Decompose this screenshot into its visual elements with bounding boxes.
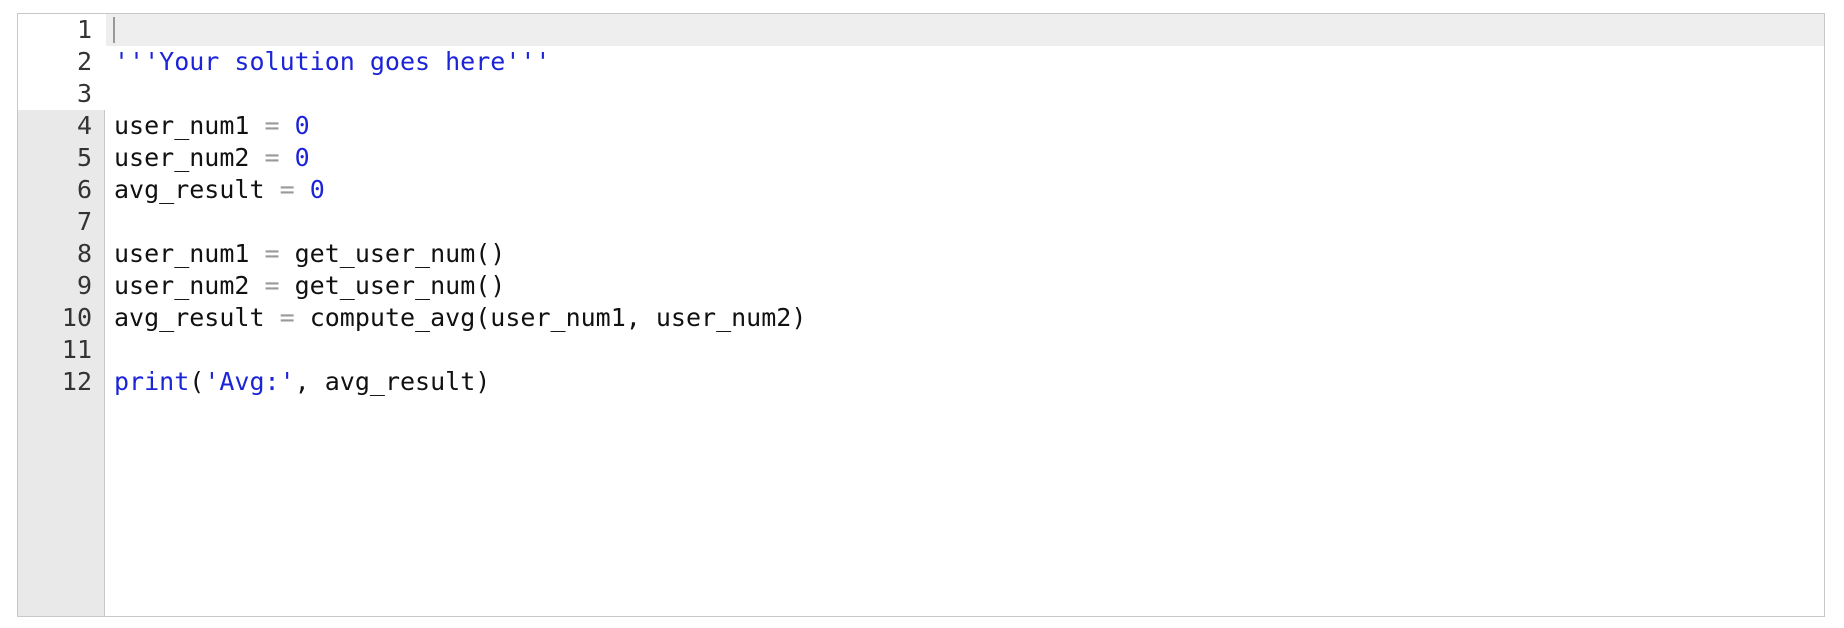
- code-line[interactable]: [114, 78, 806, 110]
- code-line[interactable]: avg_result = 0: [114, 174, 806, 206]
- code-line[interactable]: [114, 14, 806, 46]
- line-number: 3: [76, 79, 92, 108]
- line-number-gutter: [18, 14, 105, 616]
- line-number: 4: [76, 111, 92, 140]
- code-token-default: , avg_result): [294, 367, 491, 396]
- code-token-default: user_num2: [114, 143, 265, 172]
- code-token-default: avg_result: [114, 175, 280, 204]
- code-token-default: get_user_num(): [279, 271, 506, 300]
- code-token-builtin: print: [114, 367, 190, 396]
- code-token-default: (: [189, 367, 205, 396]
- active-line-highlight: [106, 14, 1824, 46]
- line-number: 10: [61, 303, 92, 332]
- code-token-op: =: [264, 143, 280, 172]
- code-token-number: 0: [294, 111, 310, 140]
- text-cursor: [113, 17, 115, 43]
- code-token-op: =: [264, 111, 280, 140]
- line-number: 11: [61, 335, 92, 364]
- code-token-op: =: [264, 271, 280, 300]
- code-token-op: =: [279, 303, 295, 332]
- code-token-default: [280, 111, 295, 140]
- code-line[interactable]: user_num1 = 0: [114, 110, 806, 142]
- code-token-op: =: [264, 239, 280, 268]
- line-number: 12: [61, 367, 92, 396]
- code-token-op: =: [279, 175, 295, 204]
- line-number: 2: [76, 47, 92, 76]
- code-token-default: user_num1: [114, 111, 265, 140]
- code-line[interactable]: [114, 334, 806, 366]
- code-line[interactable]: '''Your solution goes here''': [114, 46, 806, 78]
- code-line[interactable]: user_num2 = get_user_num(): [114, 270, 806, 302]
- code-token-string: '''Your solution goes here''': [114, 47, 551, 76]
- code-line[interactable]: user_num2 = 0: [114, 142, 806, 174]
- code-line[interactable]: [114, 206, 806, 238]
- gutter-active-band: [18, 14, 105, 110]
- line-number: 1: [76, 15, 92, 44]
- code-token-string: 'Avg:': [204, 367, 295, 396]
- line-number: 8: [76, 239, 92, 268]
- code-line[interactable]: user_num1 = get_user_num(): [114, 238, 806, 270]
- code-token-default: [280, 143, 295, 172]
- code-token-default: compute_avg(user_num1, user_num2): [294, 303, 807, 332]
- line-number: 6: [76, 175, 92, 204]
- code-content[interactable]: '''Your solution goes here''' user_num1 =…: [114, 14, 806, 398]
- code-token-default: user_num1: [114, 239, 265, 268]
- code-token-default: avg_result: [114, 303, 280, 332]
- line-number: 7: [76, 207, 92, 236]
- code-token-number: 0: [294, 143, 310, 172]
- line-number: 9: [76, 271, 92, 300]
- code-token-default: get_user_num(): [279, 239, 506, 268]
- code-token-default: [295, 175, 310, 204]
- code-token-number: 0: [309, 175, 325, 204]
- code-line[interactable]: avg_result = compute_avg(user_num1, user…: [114, 302, 806, 334]
- code-token-default: user_num2: [114, 271, 265, 300]
- line-number: 5: [76, 143, 92, 172]
- code-line[interactable]: print('Avg:', avg_result): [114, 366, 806, 398]
